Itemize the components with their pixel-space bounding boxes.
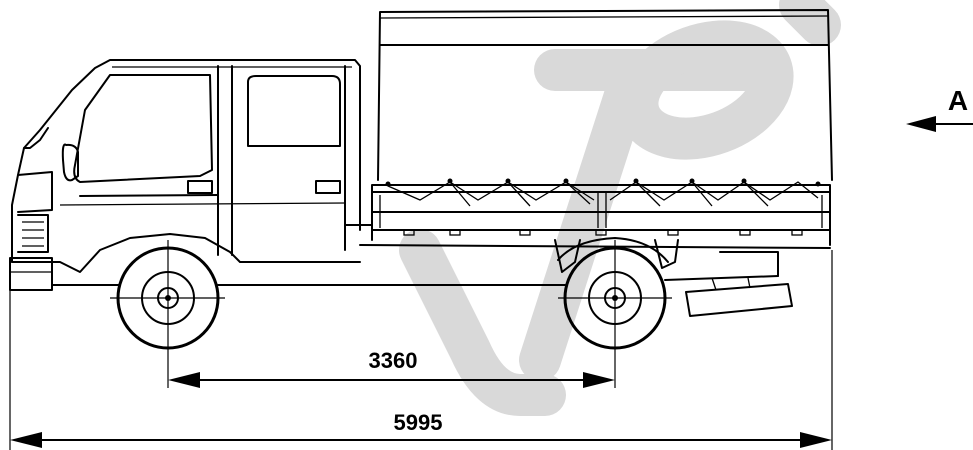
wheelbase-dimension — [168, 372, 615, 388]
watermark — [399, 0, 841, 416]
dimension-extension-lines — [9, 240, 833, 450]
overall-length-label: 5995 — [394, 410, 443, 435]
overall-length-dimension — [10, 432, 832, 448]
view-a-arrow — [906, 116, 973, 132]
view-a-label: A — [948, 85, 968, 116]
wheelbase-label: 3360 — [369, 348, 418, 373]
